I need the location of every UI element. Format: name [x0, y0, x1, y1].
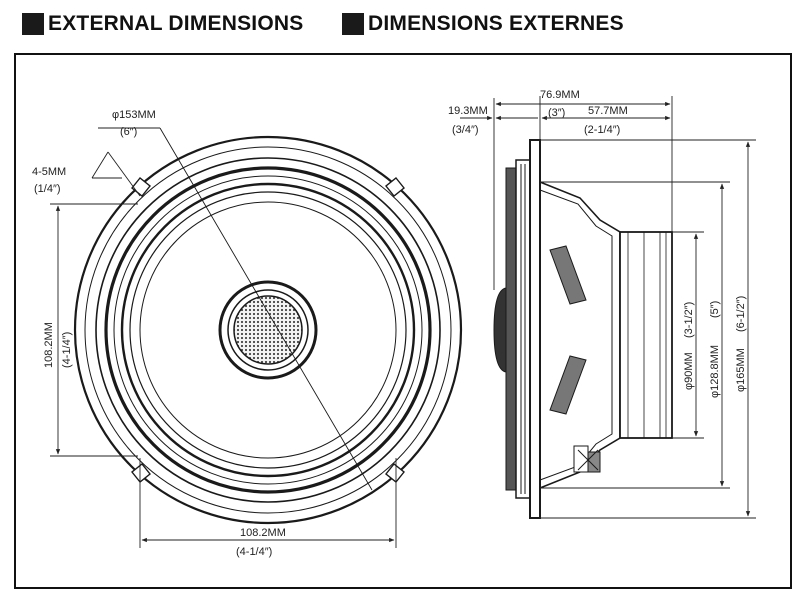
surround-ring-1: [95, 157, 441, 503]
mounting-depth-imperial: (2-1/4″): [584, 124, 620, 136]
cutout-diameter-imperial: (5″): [709, 301, 721, 318]
basket-rim-outer: [73, 135, 463, 525]
vertical-spacing-imperial: (4-1/4″): [61, 332, 73, 368]
front-protrusion-imperial: (3/4″): [452, 124, 479, 136]
surround-ring-3: [113, 175, 423, 485]
surround-ring-2: [104, 166, 432, 494]
cone: [139, 201, 397, 459]
basket-frame: [539, 181, 621, 489]
total-depth-imperial: (3″): [548, 107, 565, 119]
diameter-leader: [159, 127, 373, 491]
side-dimensions: [460, 96, 756, 519]
front-dimensions: [50, 127, 397, 548]
mounting-flange: [529, 139, 541, 519]
basket-spoke-bottom: [549, 355, 587, 415]
basket-rim-inner: [84, 146, 452, 514]
surround-side: [515, 159, 531, 499]
cutout-diameter-metric: φ128.8MM: [709, 345, 721, 398]
horizontal-spacing-imperial: (4-1/4″): [236, 546, 272, 558]
basket-spoke-top: [549, 245, 587, 305]
mounting-hole-metric: 4-5MM: [32, 166, 66, 178]
mounting-hole-imperial: (1/4″): [34, 183, 61, 195]
overall-diameter-imperial: (6-1/2″): [735, 296, 747, 332]
front-diameter-imperial: (6″): [120, 126, 137, 138]
front-gasket: [505, 167, 517, 491]
side-view: [493, 139, 673, 519]
magnet-diameter-metric: φ90MM: [683, 352, 695, 390]
front-diameter-metric: φ153MM: [112, 109, 156, 121]
mounting-depth-metric: 57.7MM: [588, 105, 628, 117]
heading-english: EXTERNAL DIMENSIONS: [22, 10, 303, 38]
horizontal-spacing-metric: 108.2MM: [240, 527, 286, 539]
terminals: [573, 445, 601, 473]
drawing-frame: [14, 53, 792, 589]
surround-ring-4: [120, 182, 416, 478]
tweeter-ring-inner: [227, 289, 309, 371]
front-protrusion-metric: 19.3MM: [448, 105, 488, 117]
heading-square-icon: [342, 13, 364, 35]
heading-square-icon: [22, 13, 44, 35]
heading-french: DIMENSIONS EXTERNES: [342, 10, 624, 38]
mounting-notches: [131, 177, 405, 483]
heading-french-text: DIMENSIONS EXTERNES: [368, 12, 624, 35]
cone-edge: [129, 191, 407, 469]
front-view: [73, 127, 463, 525]
heading-english-text: EXTERNAL DIMENSIONS: [48, 12, 304, 35]
magnet-diameter-imperial: (3-1/2″): [683, 302, 695, 338]
tweeter-dome-side: [493, 287, 507, 373]
tweeter-ring-outer: [218, 280, 318, 380]
overall-diameter-metric: φ165MM: [735, 348, 747, 392]
basket-frame-inner: [539, 189, 613, 481]
magnet: [619, 231, 673, 439]
vertical-spacing-metric: 108.2MM: [43, 322, 55, 368]
total-depth-metric: 76.9MM: [540, 89, 580, 101]
tweeter-grille: [233, 295, 303, 365]
